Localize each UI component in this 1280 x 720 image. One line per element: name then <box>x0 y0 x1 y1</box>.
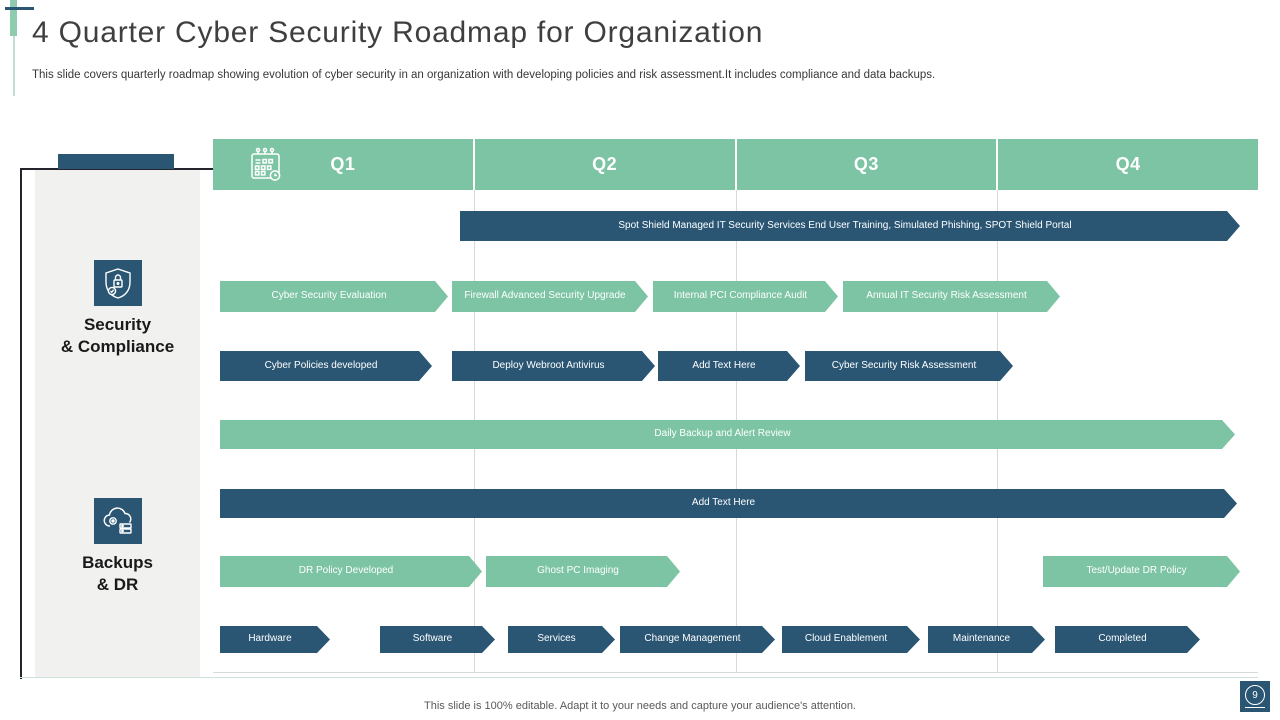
roadmap-bar-label: Internal PCI Compliance Audit <box>673 290 808 302</box>
roadmap-bar: Completed <box>1055 626 1200 653</box>
sidebar-label-line2: & Compliance <box>60 337 175 357</box>
roadmap-bar: Software <box>380 626 495 653</box>
roadmap-bar-label: Cyber Policies developed <box>264 359 378 371</box>
sidebar-label-line1: Security <box>83 315 152 334</box>
roadmap-bar: Add Text Here <box>220 489 1237 518</box>
roadmap-bar: Annual IT Security Risk Assessment <box>843 281 1060 312</box>
roadmap-bar: Firewall Advanced Security Upgrade <box>452 281 648 312</box>
sidebar-frame-left-line <box>20 168 22 679</box>
calendar-icon <box>247 146 285 189</box>
roadmap-bar-label: Services <box>537 633 576 645</box>
roadmap-bar: Cyber Policies developed <box>220 351 432 381</box>
slide-footer-note: This slide is 100% editable. Adapt it to… <box>424 700 856 712</box>
roadmap-bar-label: Firewall Advanced Security Upgrade <box>464 290 626 302</box>
sidebar-label-line1: Backups <box>82 553 153 572</box>
sidebar-group-label: Security & Compliance <box>61 314 174 359</box>
roadmap-bar-label: Test/Update DR Policy <box>1086 565 1187 577</box>
cloud-backup-icon <box>93 498 142 544</box>
bottom-divider-line <box>20 677 1258 678</box>
quarter-header-row: Q1 Q2 Q3 Q4 <box>213 139 1258 190</box>
top-left-accent-vertical <box>10 0 17 36</box>
sidebar-group-label: Backups & DR <box>82 552 153 597</box>
roadmap-bar: Services <box>508 626 615 653</box>
quarter-label: Q3 <box>853 154 879 174</box>
page-number-badge: 9 <box>1240 681 1270 712</box>
roadmap-bar-label: Daily Backup and Alert Review <box>654 428 791 440</box>
quarter-header-q1: Q1 <box>213 139 473 190</box>
roadmap-bar: Add Text Here <box>658 351 800 381</box>
roadmap-bar: Deploy Webroot Antivirus <box>452 351 655 381</box>
quarter-header-q3: Q3 <box>736 139 997 190</box>
sidebar-group-security-compliance: Security & Compliance <box>35 260 200 359</box>
roadmap-bar-label: Change Management <box>644 633 741 645</box>
roadmap-bar: Cyber Security Risk Assessment <box>805 351 1013 381</box>
quarter-label: Q1 <box>330 154 356 174</box>
quarter-header-q2: Q2 <box>474 139 735 190</box>
sidebar-accent-bar <box>58 154 174 169</box>
roadmap-bar: Cloud Enablement <box>782 626 920 653</box>
roadmap-bar-label: Cyber Security Risk Assessment <box>831 359 977 371</box>
roadmap-bar-label: Cloud Enablement <box>804 633 888 645</box>
sidebar-label-line2: & DR <box>96 575 139 595</box>
quarter-header-q4: Q4 <box>998 139 1258 190</box>
roadmap-bar-label: Add Text Here <box>691 497 756 509</box>
roadmap-bar-label: Ghost PC Imaging <box>537 565 619 577</box>
roadmap-bar-label: DR Policy Developed <box>298 565 394 577</box>
page-title: 4 Quarter Cyber Security Roadmap for Org… <box>32 16 764 49</box>
shield-check-icon <box>93 260 142 306</box>
roadmap-bar-label: Add Text Here <box>692 359 756 371</box>
sidebar-frame-top-line <box>20 168 213 170</box>
sidebar-group-backups-dr: Backups & DR <box>35 498 200 597</box>
roadmap-bar: Change Management <box>620 626 775 653</box>
quarter-label: Q4 <box>1115 154 1141 174</box>
roadmap-bar-label: Cyber Security Evaluation <box>271 290 387 302</box>
roadmap-bar: Spot Shield Managed IT Security Services… <box>460 211 1240 241</box>
top-left-accent-horizontal <box>5 7 34 10</box>
roadmap-bar-label: Hardware <box>248 633 292 645</box>
roadmap-bar: Test/Update DR Policy <box>1043 556 1240 587</box>
quarter-label: Q2 <box>592 154 618 174</box>
roadmap-bar-label: Annual IT Security Risk Assessment <box>866 290 1027 302</box>
roadmap-bar-label: Deploy Webroot Antivirus <box>492 359 605 371</box>
roadmap-table: Q1 Q2 Q3 Q4 Spot Shield Managed IT Secur… <box>213 139 1258 673</box>
page-number: 9 <box>1252 689 1258 701</box>
roadmap-bar: DR Policy Developed <box>220 556 482 587</box>
roadmap-bar: Hardware <box>220 626 330 653</box>
roadmap-bar: Daily Backup and Alert Review <box>220 420 1235 449</box>
circular-arrow-icon: 9 <box>1245 685 1265 705</box>
slide-subtitle: This slide covers quarterly roadmap show… <box>32 69 936 81</box>
roadmap-bar-label: Spot Shield Managed IT Security Services… <box>618 219 1072 231</box>
roadmap-bar: Internal PCI Compliance Audit <box>653 281 838 312</box>
roadmap-bar: Maintenance <box>928 626 1045 653</box>
roadmap-bar: Cyber Security Evaluation <box>220 281 448 312</box>
roadmap-bar-label: Completed <box>1098 633 1147 645</box>
top-left-accent-vertical-thin <box>13 36 15 96</box>
roadmap-bar-label: Software <box>412 633 453 645</box>
category-sidebar: Security & Compliance Backups & DR <box>35 170 200 677</box>
roadmap-bar-label: Maintenance <box>952 633 1011 645</box>
roadmap-bar: Ghost PC Imaging <box>486 556 680 587</box>
page-badge-underline <box>1245 707 1265 708</box>
